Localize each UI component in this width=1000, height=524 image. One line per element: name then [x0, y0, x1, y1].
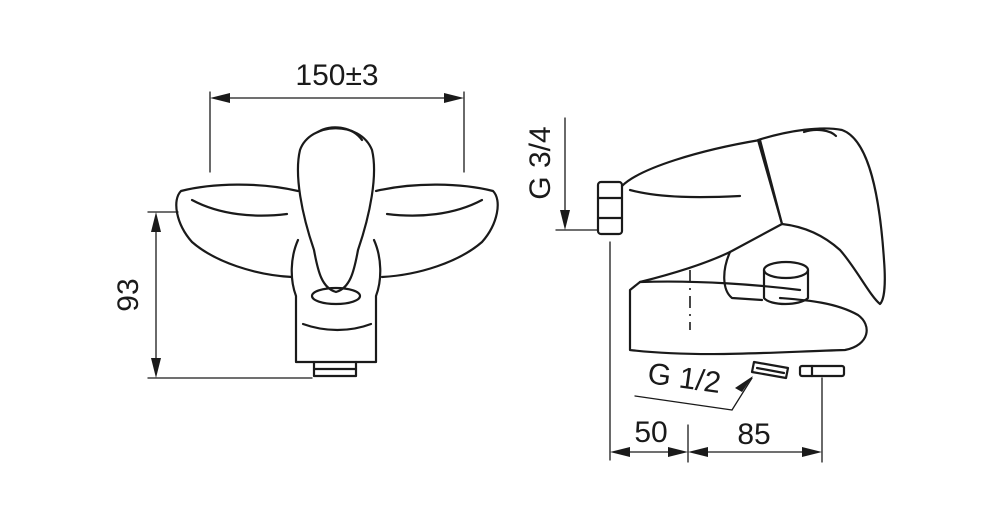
outlet-arrow	[735, 376, 753, 392]
spout-outlet	[798, 364, 846, 378]
width-arrow-right	[444, 93, 464, 103]
diverter-body	[723, 250, 764, 302]
projection-arrow-right	[668, 447, 688, 457]
body-right-wing	[374, 183, 499, 279]
width-label: 150±3	[295, 59, 378, 92]
front-view: 150±3 93	[112, 59, 499, 379]
inlet-arrow	[560, 210, 570, 230]
spout-label: 85	[737, 418, 770, 451]
height-arrow-bottom	[151, 358, 161, 378]
diverter-knob-top	[762, 260, 810, 280]
lever-handle	[296, 127, 376, 294]
spout-arrow-right	[802, 447, 822, 457]
outlet-thread-label: G 1/2	[646, 357, 723, 400]
projection-label: 50	[634, 416, 667, 449]
inlet-thread-label: G 3/4	[524, 126, 557, 199]
width-arrow-left	[210, 93, 230, 103]
inlet-nut	[596, 180, 624, 236]
side-body	[620, 138, 868, 356]
body-left-wing	[175, 183, 300, 279]
shower-outlet	[750, 360, 790, 380]
height-label: 93	[112, 278, 145, 311]
diverter-knob	[762, 268, 810, 306]
spout-arrow-left	[688, 447, 708, 457]
body-center	[290, 238, 382, 364]
handle-socket	[310, 286, 362, 306]
projection-arrow-left	[610, 447, 630, 457]
side-lever	[756, 127, 886, 306]
side-view: G 3/4 G 1/2 50 85	[524, 117, 886, 463]
outlet-leader-line	[634, 395, 733, 411]
height-arrow-top	[151, 212, 161, 232]
